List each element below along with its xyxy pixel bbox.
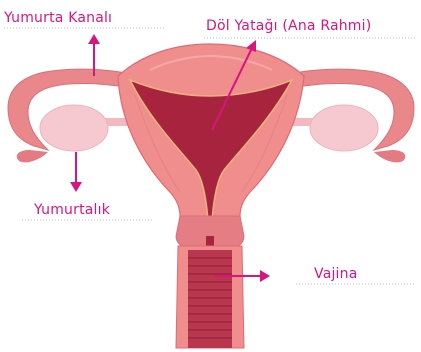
right-ovary <box>310 105 378 151</box>
arrow-up-icon <box>88 34 100 44</box>
label-ovary-group: Yumurtalık <box>22 152 152 220</box>
uterus <box>118 44 304 252</box>
label-vagina-group: Vajina <box>214 266 414 284</box>
vagina <box>176 246 244 348</box>
label-ovary: Yumurtalık <box>33 202 111 218</box>
label-vagina: Vajina <box>314 266 358 282</box>
left-ovary <box>40 105 108 151</box>
vaginal-canal <box>188 250 232 348</box>
arrow-right-icon <box>260 270 270 282</box>
arrow-down-icon <box>70 182 82 192</box>
label-uterus: Döl Yatağı (Ana Rahmi) <box>206 18 371 34</box>
label-fallopian-tube: Yumurta Kanalı <box>3 10 112 26</box>
